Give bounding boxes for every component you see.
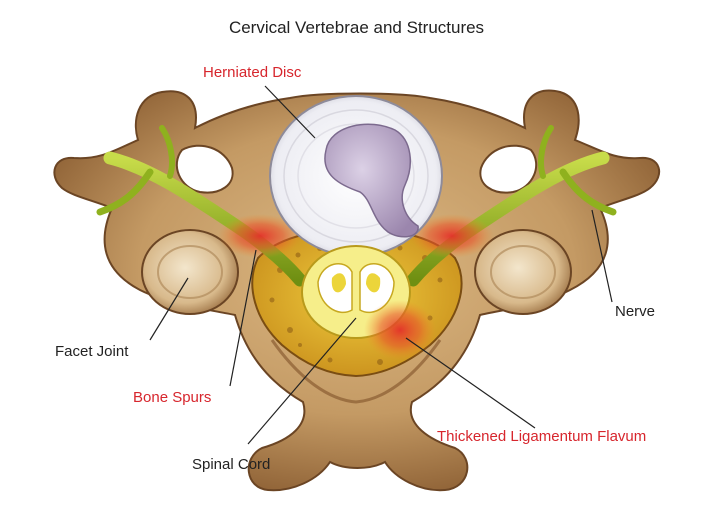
label-thickened-ligamentum-flavum: Thickened Ligamentum Flavum	[437, 428, 646, 445]
diagram-title: Cervical Vertebrae and Structures	[0, 18, 713, 38]
label-nerve: Nerve	[615, 303, 655, 320]
label-bone-spurs: Bone Spurs	[133, 389, 211, 406]
label-herniated-disc: Herniated Disc	[203, 64, 301, 81]
label-facet-joint: Facet Joint	[55, 343, 128, 360]
label-spinal-cord: Spinal Cord	[192, 456, 270, 473]
intervertebral-disc	[270, 96, 442, 256]
